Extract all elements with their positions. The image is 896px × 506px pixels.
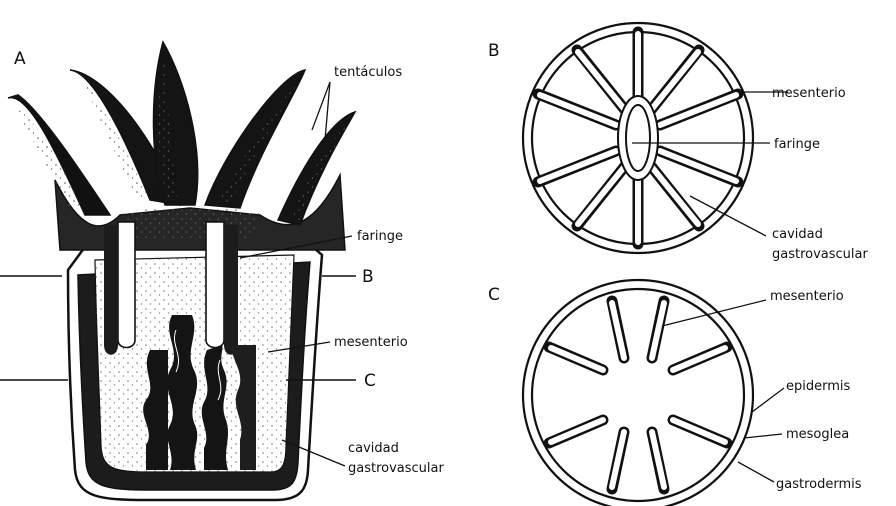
cut-label-c: C — [364, 371, 376, 391]
cut-label-b: B — [362, 267, 374, 287]
label-cavidad-b: cavidad — [772, 227, 823, 242]
panel-c-cross-section: C mesenterio epidermis mesoglea gastrode… — [488, 280, 862, 506]
label-gastrovascular-b: gastrovascular — [772, 247, 868, 262]
leader-mesoglea — [744, 434, 782, 438]
label-cavidad-a: cavidad — [348, 441, 399, 456]
panel-letter-b: B — [488, 41, 500, 61]
leader-gastrodermis — [738, 462, 774, 482]
label-gastrovascular-a: gastrovascular — [348, 461, 444, 476]
label-mesenterio-c: mesenterio — [770, 289, 844, 304]
label-epidermis: epidermis — [786, 379, 851, 394]
outer-wall-c — [523, 280, 753, 506]
leader-epidermis — [752, 388, 784, 412]
label-mesoglea: mesoglea — [786, 427, 849, 442]
label-mesenterio-b: mesenterio — [772, 86, 846, 101]
label-tentaculos: tentáculos — [334, 65, 402, 80]
label-faringe-b: faringe — [774, 137, 820, 152]
panel-letter-c: C — [488, 285, 500, 305]
panel-a-section: A tentáculos faringe B mesenterio C cavi… — [0, 42, 444, 500]
label-gastrodermis: gastrodermis — [776, 477, 862, 492]
label-mesenterio-a: mesenterio — [334, 335, 408, 350]
panel-b-cross-section: B mesenterio faringe cavidad gastrovascu… — [488, 23, 868, 262]
panel-letter-a: A — [14, 49, 26, 69]
label-faringe-a: faringe — [357, 229, 403, 244]
